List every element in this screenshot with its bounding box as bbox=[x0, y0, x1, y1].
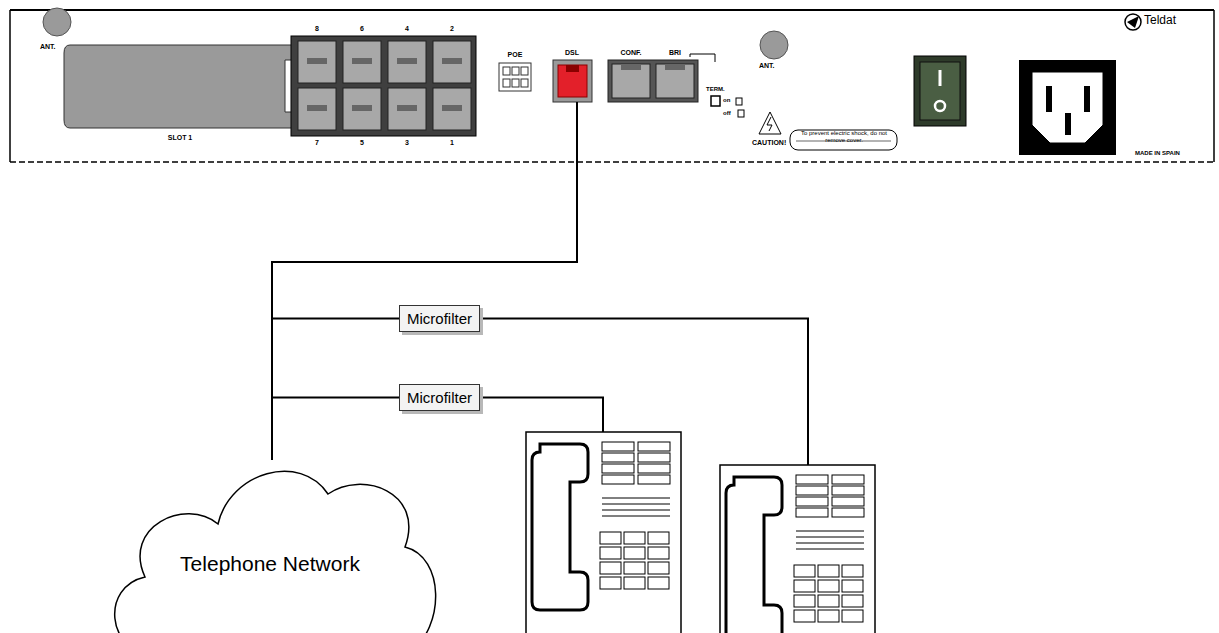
panel-side bbox=[9, 10, 11, 162]
ethernet-ports bbox=[298, 41, 471, 130]
panel-label: DSL bbox=[565, 49, 579, 57]
panel-label: POE bbox=[508, 51, 523, 59]
panel-label: CONF. bbox=[621, 49, 642, 57]
antenna-connector bbox=[760, 31, 788, 59]
panel-label: BRI bbox=[669, 49, 681, 57]
panel-label: To prevent electric shock, do not remove… bbox=[794, 130, 894, 144]
port-number: 1 bbox=[450, 139, 454, 147]
port-number: 6 bbox=[360, 25, 364, 33]
poe-connector bbox=[499, 63, 531, 91]
panel-label: on bbox=[723, 97, 730, 104]
panel-top bbox=[10, 9, 1214, 11]
phone-wire bbox=[480, 319, 808, 466]
panel-side bbox=[1213, 10, 1215, 162]
port-block bbox=[608, 60, 698, 102]
bri-port bbox=[656, 64, 694, 98]
ethernet-port bbox=[388, 41, 426, 83]
line-connector bbox=[272, 398, 399, 461]
dsl-port-contacts bbox=[566, 65, 579, 72]
caution-box bbox=[790, 130, 897, 150]
logo-mark bbox=[1125, 14, 1141, 30]
port-number: 3 bbox=[405, 139, 409, 147]
antenna-connector bbox=[43, 8, 71, 36]
ethernet-port bbox=[388, 88, 426, 130]
dsl-port bbox=[558, 65, 587, 97]
power-inlet bbox=[1019, 60, 1116, 155]
panel-label: MADE IN SPAIN bbox=[1135, 150, 1180, 157]
ethernet-port bbox=[298, 41, 336, 83]
power-switch bbox=[914, 56, 966, 126]
telephones bbox=[526, 432, 875, 633]
dsl-port-surround bbox=[553, 60, 592, 102]
panel-label: TERM. bbox=[706, 86, 725, 93]
cloud-outline bbox=[100, 452, 440, 633]
microfilter-box: Microfilter bbox=[399, 305, 480, 332]
port-number: 8 bbox=[315, 25, 319, 33]
phone-wire bbox=[480, 398, 603, 433]
node-text: Microfilter bbox=[407, 310, 472, 327]
term-bracket bbox=[690, 54, 715, 62]
port-number: 4 bbox=[405, 25, 409, 33]
panel-label: SLOT 1 bbox=[168, 134, 193, 142]
conf-port bbox=[612, 64, 650, 98]
ethernet-port bbox=[343, 41, 381, 83]
microfilter-box: Microfilter bbox=[399, 384, 480, 411]
panel-label: ANT. bbox=[759, 62, 775, 70]
ethernet-port bbox=[433, 41, 471, 83]
line-connector bbox=[272, 319, 399, 461]
panel-label: Teldat bbox=[1144, 14, 1176, 27]
node-text: Microfilter bbox=[407, 389, 472, 406]
panel-label: ANT. bbox=[40, 43, 56, 51]
switch-port-block bbox=[291, 36, 476, 136]
panel-label: off bbox=[723, 110, 731, 117]
node-text: Telephone Network bbox=[100, 552, 440, 576]
port-number: 7 bbox=[315, 139, 319, 147]
dsl-line bbox=[272, 102, 577, 322]
telephone bbox=[720, 465, 875, 633]
network-cloud: Telephone Network bbox=[100, 452, 440, 633]
port-number: 5 bbox=[360, 139, 364, 147]
ethernet-port bbox=[433, 88, 471, 130]
ethernet-port bbox=[298, 88, 336, 130]
caution-triangle bbox=[759, 112, 781, 134]
expansion-slot bbox=[64, 45, 295, 128]
term-switch bbox=[711, 96, 720, 106]
telephone bbox=[526, 432, 681, 633]
panel-bottom bbox=[10, 161, 1214, 163]
port-number: 2 bbox=[450, 25, 454, 33]
panel-label: CAUTION! bbox=[752, 139, 786, 147]
ethernet-port bbox=[343, 88, 381, 130]
